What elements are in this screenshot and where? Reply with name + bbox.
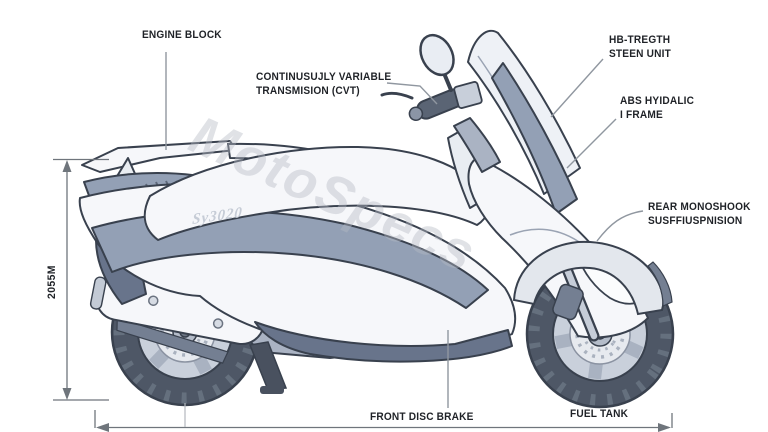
label-abs-line1: ABS HYIDALIC (620, 95, 695, 107)
label-engine-block-text: ENGINE BLOCK (142, 29, 222, 41)
label-engine-block: ENGINE BLOCK (142, 29, 222, 43)
label-front-disc-brake: FRONT DISC BRAKE (370, 411, 474, 425)
handle-grip (408, 88, 464, 121)
label-rear-suspension: REAR MONOSHOOK SUSFFIUSPNISION (648, 201, 751, 228)
label-cvt-line1: CONTINUSUJLY VARIABLE (256, 71, 392, 83)
front-assembly (447, 29, 673, 342)
leader-lines (165, 52, 644, 408)
label-steering: HB-TREGTH STEEN UNIT (609, 34, 671, 61)
main-body: Sy3020 (78, 145, 517, 363)
seat (143, 145, 490, 241)
label-fuel-tank-text: FUEL TANK (570, 408, 629, 420)
side-mirror (419, 33, 455, 77)
center-stand (248, 341, 288, 391)
label-abs: ABS HYIDALIC I FRAME (620, 95, 694, 122)
brake-caliper (552, 283, 584, 321)
label-steering-line2: STEEN UNIT (609, 47, 672, 60)
handlebar-assembly (380, 33, 501, 173)
label-height-dimension: 2055M (46, 265, 58, 299)
label-rear-suspension-line1: REAR MONOSHOOK (648, 201, 751, 213)
label-rear-suspension-line2: SUSFFIUSPNISION (648, 214, 743, 227)
label-cvt-line2: TRANSMISION (CVT) (256, 84, 360, 97)
brake-lever (380, 91, 414, 100)
label-abs-line2: I FRAME (620, 108, 663, 121)
label-fuel-tank: FUEL TANK (570, 408, 628, 422)
label-cvt: CONTINUSUJLY VARIABLE TRANSMISION (CVT) (256, 71, 391, 98)
label-steering-line1: HB-TREGTH (609, 34, 671, 46)
label-front-disc-brake-text: FRONT DISC BRAKE (370, 411, 474, 423)
dimension-lines (53, 158, 673, 432)
